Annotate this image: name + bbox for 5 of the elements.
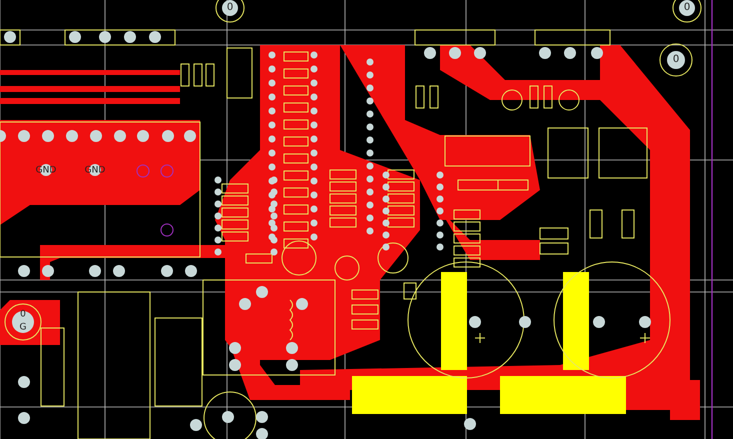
pad-label: 0	[672, 55, 680, 65]
pad-label: 0	[684, 3, 690, 13]
pad-label: G	[20, 324, 26, 332]
pad-label: 0	[20, 310, 26, 320]
pad-label: 0	[226, 3, 234, 13]
